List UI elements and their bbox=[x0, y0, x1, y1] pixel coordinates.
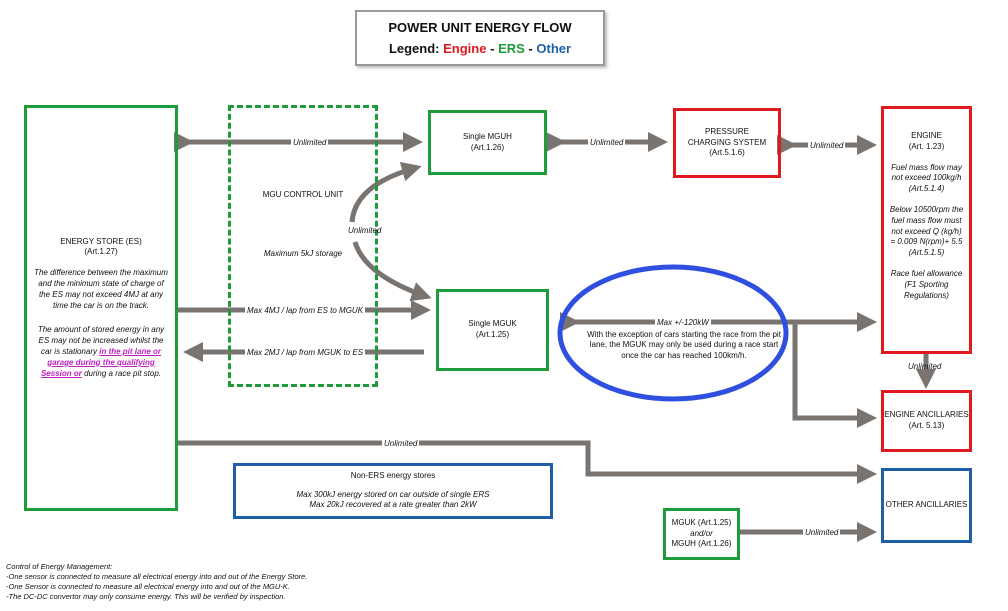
engine-art: (Art. 1.23) bbox=[908, 141, 945, 151]
label-es-mguh-unlimited: Unlimited bbox=[291, 138, 329, 147]
engine-ancillaries-art: (Art. 5.13) bbox=[908, 421, 945, 430]
pcs-title: PRESSURE CHARGING SYSTEM bbox=[687, 126, 767, 147]
pcs-art: (Art.5.1.6) bbox=[709, 148, 745, 158]
engine-ancillaries-title: ENGINE ANCILLARIES bbox=[884, 410, 969, 420]
legend: Legend: Engine - ERS - Other bbox=[357, 41, 603, 56]
mguh-box: Single MGUH (Art.1.26) bbox=[428, 110, 547, 175]
mgu-control-unit-box: MGU CONTROL UNIT Maximum 5kJ storage bbox=[228, 105, 378, 387]
mguk-mguh-line-1: MGUK (Art.1.25) bbox=[671, 517, 732, 527]
other-ancillaries-title: OTHER ANCILLARIES bbox=[885, 500, 968, 510]
arrow-curve-up bbox=[349, 161, 422, 223]
mgu-control-unit-storage: Maximum 5kJ storage bbox=[263, 248, 343, 258]
page-title: POWER UNIT ENERGY FLOW bbox=[388, 20, 572, 35]
mguk-art: (Art.1.25) bbox=[475, 330, 510, 339]
es-art: (Art.1.27) bbox=[84, 247, 118, 257]
mguk-mguh-line-3: MGUH (Art.1.26) bbox=[671, 539, 732, 549]
label-mguk-note: With the exception of cars starting the … bbox=[587, 330, 781, 360]
legend-engine: Engine bbox=[443, 41, 487, 56]
es-rule-2: The amount of stored energy in any ES ma… bbox=[33, 325, 169, 379]
mguk-mguh-box: MGUK (Art.1.25) and/or MGUH (Art.1.26) bbox=[663, 508, 740, 560]
non-ers-stores-box: Non-ERS energy stores Max 300kJ energy s… bbox=[233, 463, 553, 519]
highlight-ellipse bbox=[557, 264, 789, 402]
mgu-control-unit-title: MGU CONTROL UNIT bbox=[262, 190, 344, 199]
footer-line-3: -The DC-DC convertor may only consume en… bbox=[6, 592, 286, 602]
label-mguk-to-es: Max 2MJ / lap from MGUK to ES bbox=[245, 348, 366, 357]
arrow-to-engine-ancillaries bbox=[792, 322, 878, 428]
label-es-to-mguk: Max 4MJ / lap from ES to MGUK bbox=[245, 306, 366, 315]
engine-rule-2: Below 10500rpm the fuel mass flow must n… bbox=[889, 204, 964, 258]
label-engine-ancillaries-unlimited: Unlimited bbox=[908, 362, 942, 371]
energy-store-box: ENERGY STORE (ES) (Art.1.27) The differe… bbox=[24, 105, 178, 511]
es-rule-2-text: The amount of stored energy in any ES ma… bbox=[37, 325, 165, 356]
non-ers-line-1: Max 300kJ energy stored on car outside o… bbox=[296, 489, 490, 499]
es-rule-2-highlight: in the pit lane or garage during the qua… bbox=[40, 346, 162, 378]
mguk-box: Single MGUK (Art.1.25) bbox=[436, 289, 549, 371]
engine-rule-1: Fuel mass flow may not exceed 100kg/h (A… bbox=[891, 162, 962, 194]
other-ancillaries-box: OTHER ANCILLARIES bbox=[881, 468, 972, 543]
footer-line-1: -One sensor is connected to measure all … bbox=[6, 572, 308, 582]
es-rule-2-end: during a race pit stop. bbox=[84, 368, 162, 378]
label-es-other-unlimited: Unlimited bbox=[382, 439, 420, 448]
pressure-charging-system-box: PRESSURE CHARGING SYSTEM (Art.5.1.6) bbox=[673, 108, 781, 178]
engine-title: ENGINE bbox=[911, 131, 942, 140]
non-ers-line-2: Max 20kJ recovered at a rate greater tha… bbox=[309, 500, 477, 510]
footer-notes: Control of Energy Management: -One senso… bbox=[6, 562, 307, 603]
label-curve-unlimited: Unlimited bbox=[348, 226, 382, 235]
mguh-art: (Art.1.26) bbox=[470, 142, 505, 152]
non-ers-title: Non-ERS energy stores bbox=[350, 470, 436, 480]
footer-line-2: -One Sensor is connected to measure all … bbox=[6, 582, 290, 592]
es-rule-1: The difference between the maximum and t… bbox=[34, 268, 168, 310]
legend-ers: ERS bbox=[498, 41, 525, 56]
legend-sep: - bbox=[490, 41, 495, 56]
engine-box: ENGINE (Art. 1.23) Fuel mass flow may no… bbox=[881, 106, 972, 354]
title-box: POWER UNIT ENERGY FLOW Legend: Engine - … bbox=[355, 10, 605, 66]
es-title: ENERGY STORE (ES) bbox=[60, 236, 142, 246]
label-mguk-power: Max +/-120kW bbox=[655, 318, 711, 327]
mguh-title: Single MGUH bbox=[463, 131, 512, 141]
mguk-mguh-line-2: and/or bbox=[690, 528, 713, 538]
mguk-title: Single MGUK bbox=[468, 319, 517, 329]
footer-title: Control of Energy Management: bbox=[6, 562, 113, 571]
legend-sep: - bbox=[528, 41, 533, 56]
label-pcs-engine-unlimited: Unlimited bbox=[808, 141, 846, 150]
engine-ancillaries-box: ENGINE ANCILLARIES (Art. 5.13) bbox=[881, 390, 972, 452]
legend-prefix: Legend: bbox=[388, 41, 440, 56]
legend-other: Other bbox=[536, 41, 572, 56]
engine-rule-3: Race fuel allowance (F1 Sporting Regulat… bbox=[890, 268, 963, 300]
label-mguh-pcs-unlimited: Unlimited bbox=[588, 138, 626, 147]
label-mgu-other-unlimited: Unlimited bbox=[803, 528, 841, 537]
